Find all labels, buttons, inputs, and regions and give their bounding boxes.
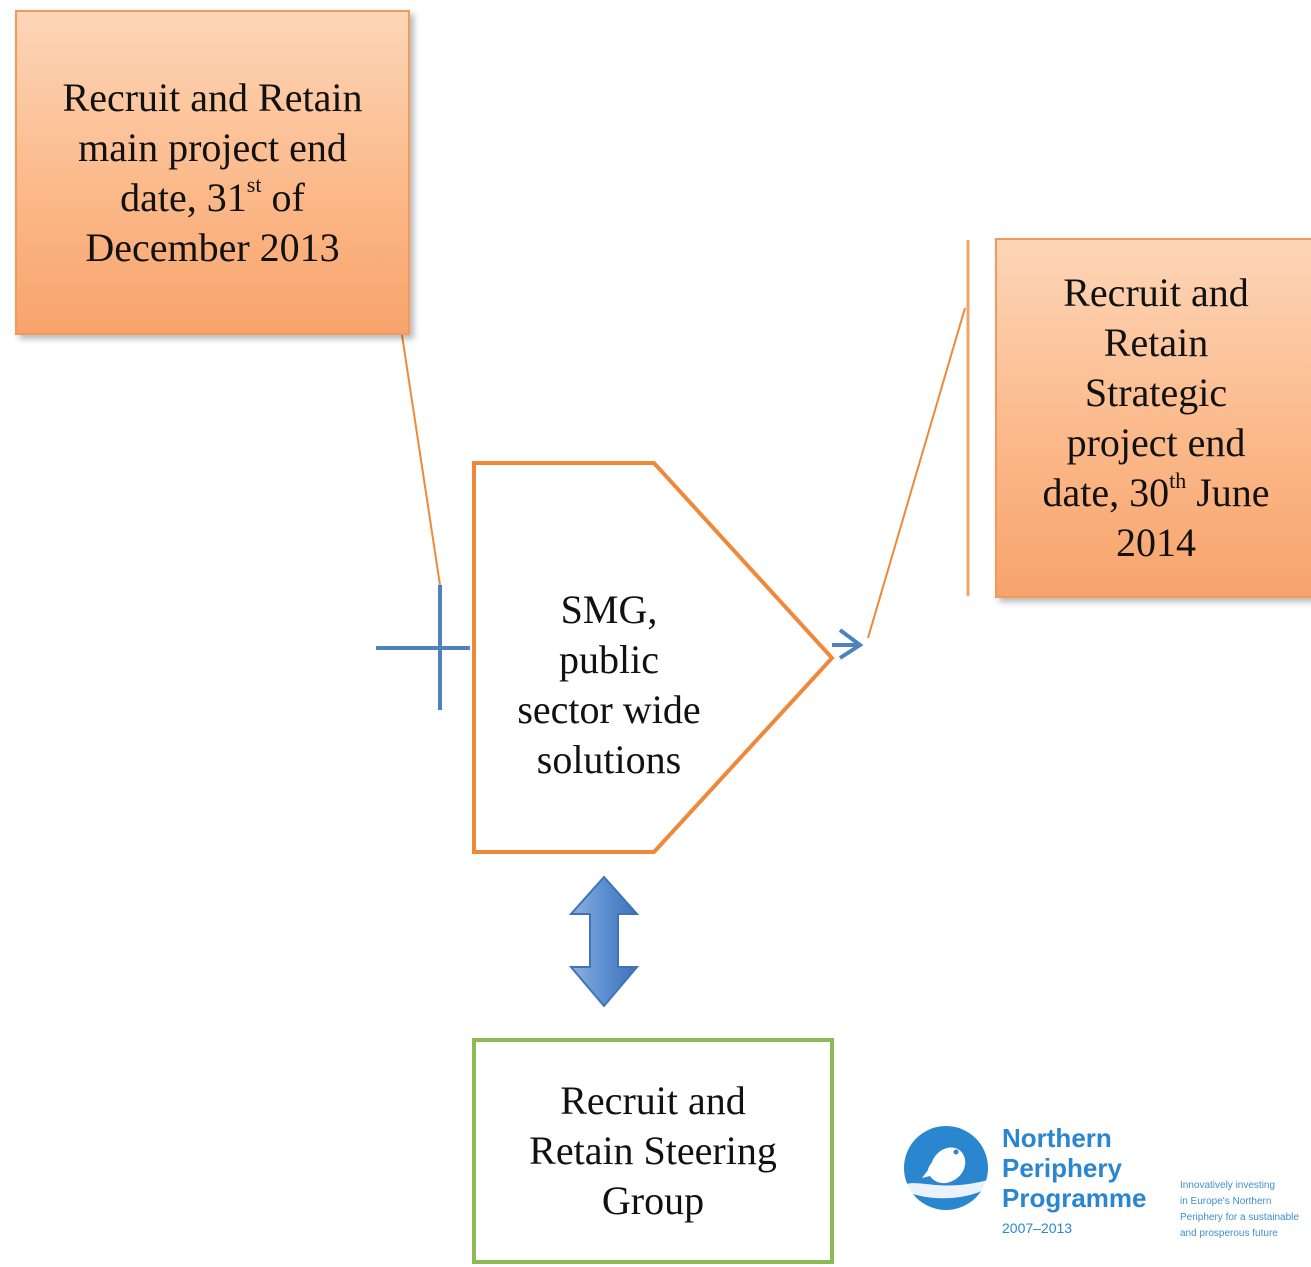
strategic-project-end-box: Recruit and Retain Strategic project end… [995,238,1311,598]
strategic-box-line-5: date, 30th June [1042,467,1270,515]
double-headed-arrow [568,875,640,1008]
main-box-line-2: main project end [78,124,347,170]
logo-tagline-line-4: and prosperous future [1180,1228,1278,1239]
smg-line-4: solutions [536,737,682,782]
connector-main-to-cross [401,334,441,586]
logo-word-northern: Northern [1002,1123,1112,1153]
smg-line-3: sector wide [517,687,701,732]
logo-tagline-line-3: Periphery for a sustainable [1180,1212,1299,1223]
main-box-line-4: December 2013 [85,224,340,270]
output-arrow [832,628,864,660]
strategic-box-line-6: 2014 [1116,520,1196,565]
dove-in-circle-icon [904,1126,988,1210]
main-project-end-box: Recruit and Retain main project end date… [15,10,410,335]
logo-tagline-line-1: Innovatively investing [1180,1180,1276,1191]
logo-years: 2007–2013 [1002,1220,1073,1236]
logo-word-periphery: Periphery [1002,1153,1122,1183]
main-box-line-3: date, 31st of [120,172,305,220]
northern-periphery-logo: Northern Periphery Programme 2007–2013 I… [902,1122,1311,1242]
connector-arrow-to-strategic [867,307,966,639]
strategic-box-line-4: project end [1066,420,1246,465]
smg-label: SMG, public sector wide solutions [478,585,740,785]
smg-pentagon-shape [472,461,835,854]
main-box-line-1: Recruit and Retain [62,74,363,120]
steering-group-box: Recruit and Retain Steering Group [472,1038,834,1264]
steering-line-2: Retain Steering [529,1128,777,1173]
smg-line-1: SMG, [560,587,658,632]
strategic-box-line-2: Retain [1103,320,1209,365]
logo-word-programme: Programme [1002,1183,1147,1213]
steering-line-3: Group [601,1178,705,1223]
strategic-box-line-1: Recruit and [1063,270,1249,315]
strategic-box-line-3: Strategic [1084,370,1228,415]
input-cross-marker [376,585,470,710]
logo-tagline-line-2: in Europe's Northern [1180,1196,1272,1207]
smg-line-2: public [559,637,659,682]
logo-tagline: Innovatively investing in Europe's North… [1180,1178,1311,1242]
steering-line-1: Recruit and [560,1078,746,1123]
